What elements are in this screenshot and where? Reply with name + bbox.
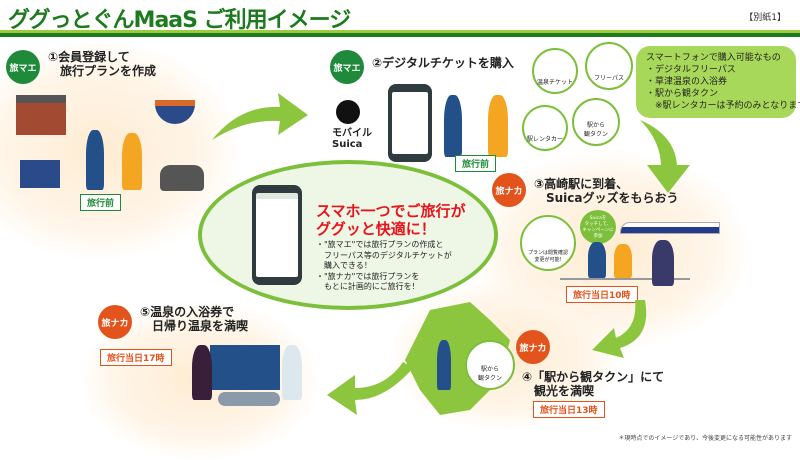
taxi-icon: 駅から 観タクン (572, 98, 620, 146)
time-label: 旅行当日10時 (566, 286, 638, 303)
plan-check-icon: プランは閲覧確認 変更が可能! (520, 215, 576, 271)
step-title: ③高崎駅に到着、 Suicaグッズをもらおう (534, 177, 679, 205)
shinkansen-illustration (620, 222, 720, 234)
time-label: 旅行前 (455, 155, 497, 172)
footnote: ＊現時点でのイメージであり、今後変更になる可能性があります (618, 435, 792, 442)
yukata-person-illustration (282, 345, 302, 400)
step-title: ⑤温泉の入浴券で 日帰り温泉を満喫 (140, 305, 249, 333)
header-divider (0, 30, 800, 33)
headline-line: スマホ一つでご旅行が (316, 202, 466, 220)
yukata-person-illustration (192, 345, 212, 400)
counter-illustration (560, 278, 690, 280)
flow-arrow-icon (327, 362, 413, 415)
suica-touch-bubble: Suicaを タッチして、 キャンペーンに 参加 (580, 210, 616, 244)
benefit-item: ・"旅ナカ"では旅行プランを もとに計画的にご旅行を！ (316, 271, 420, 292)
step-badge: 旅マエ (330, 50, 364, 84)
flow-arrow-icon (212, 93, 308, 140)
time-label: 旅行当日17時 (100, 349, 172, 366)
step-title: ②デジタルチケットを購入 (372, 56, 514, 70)
icon-label: 温泉チケット (536, 79, 573, 86)
noren-curtain-illustration (210, 345, 280, 390)
staff-illustration (652, 240, 674, 286)
logo-text: Suica (332, 139, 363, 150)
step-title: ④「駅から観タクン」にて 観光を満喫 (522, 370, 665, 398)
suica-penguin-logo (336, 100, 360, 124)
traveler-illustration (437, 340, 451, 390)
headline: スマホ一つでご旅行がググッと快適に！ (316, 202, 466, 238)
taxi-icon: 駅から 観タクン (465, 340, 515, 390)
traveler-illustration (488, 95, 508, 157)
page-title: ググっとぐんMaaS ご利用イメージ (8, 8, 351, 33)
rental-car-icon: 駅レンタカー (522, 105, 568, 151)
bath-rocks-illustration (218, 392, 280, 406)
onsen-illustration (20, 160, 60, 188)
traveler-illustration (444, 95, 462, 157)
headline-line: ググッと快適に！ (316, 220, 436, 238)
onsen-ticket-icon: 温泉チケット (532, 48, 578, 94)
summary-ellipse (198, 160, 498, 310)
building-illustration (16, 95, 66, 135)
flow-arrow-icon (592, 300, 647, 358)
header-divider-dark (0, 33, 800, 37)
flow-arrow-icon (640, 120, 690, 193)
icon-label: 駅レンタカー (526, 136, 563, 143)
traveler-illustration (614, 244, 632, 278)
traveler-illustration (588, 242, 606, 278)
step-badge: 旅ナカ (492, 173, 526, 207)
time-label: 旅行当日13時 (533, 401, 605, 418)
icon-label: 駅から 観タクン (583, 122, 608, 138)
car-illustration (160, 165, 204, 191)
benefit-list: ・"旅マエ"では旅行プランの作成と フリーパス等のデジタルチケットが 購入できる… (316, 240, 452, 293)
benefit-item: ・"旅マエ"では旅行プランの作成と フリーパス等のデジタルチケットが 購入できる… (316, 240, 452, 270)
time-label: 旅行前 (80, 194, 122, 211)
logo-text: モバイル (332, 128, 372, 139)
step-badge: 旅ナカ (516, 330, 550, 364)
icon-label: 駅から 観タクン (477, 366, 502, 382)
icon-label: フリーパス (594, 75, 624, 82)
free-pass-icon: フリーパス (585, 42, 633, 90)
app-screen-illustration (252, 185, 302, 285)
step-badge: 旅ナカ (98, 305, 132, 339)
step-title: ①会員登録して 旅行プランを作成 (48, 50, 157, 78)
smartphone-illustration (388, 84, 432, 162)
traveler-illustration (86, 130, 104, 190)
traveler-illustration (122, 133, 142, 190)
attachment-tag: 【別紙1】 (744, 13, 786, 23)
purchasable-items-bubble: スマートフォンで購入可能なもの ・デジタルフリーパス ・草津温泉の入浴券 ・駅か… (636, 46, 800, 118)
step-badge: 旅マエ (6, 50, 40, 84)
icon-label: プランは閲覧確認 変更が可能! (527, 250, 568, 263)
